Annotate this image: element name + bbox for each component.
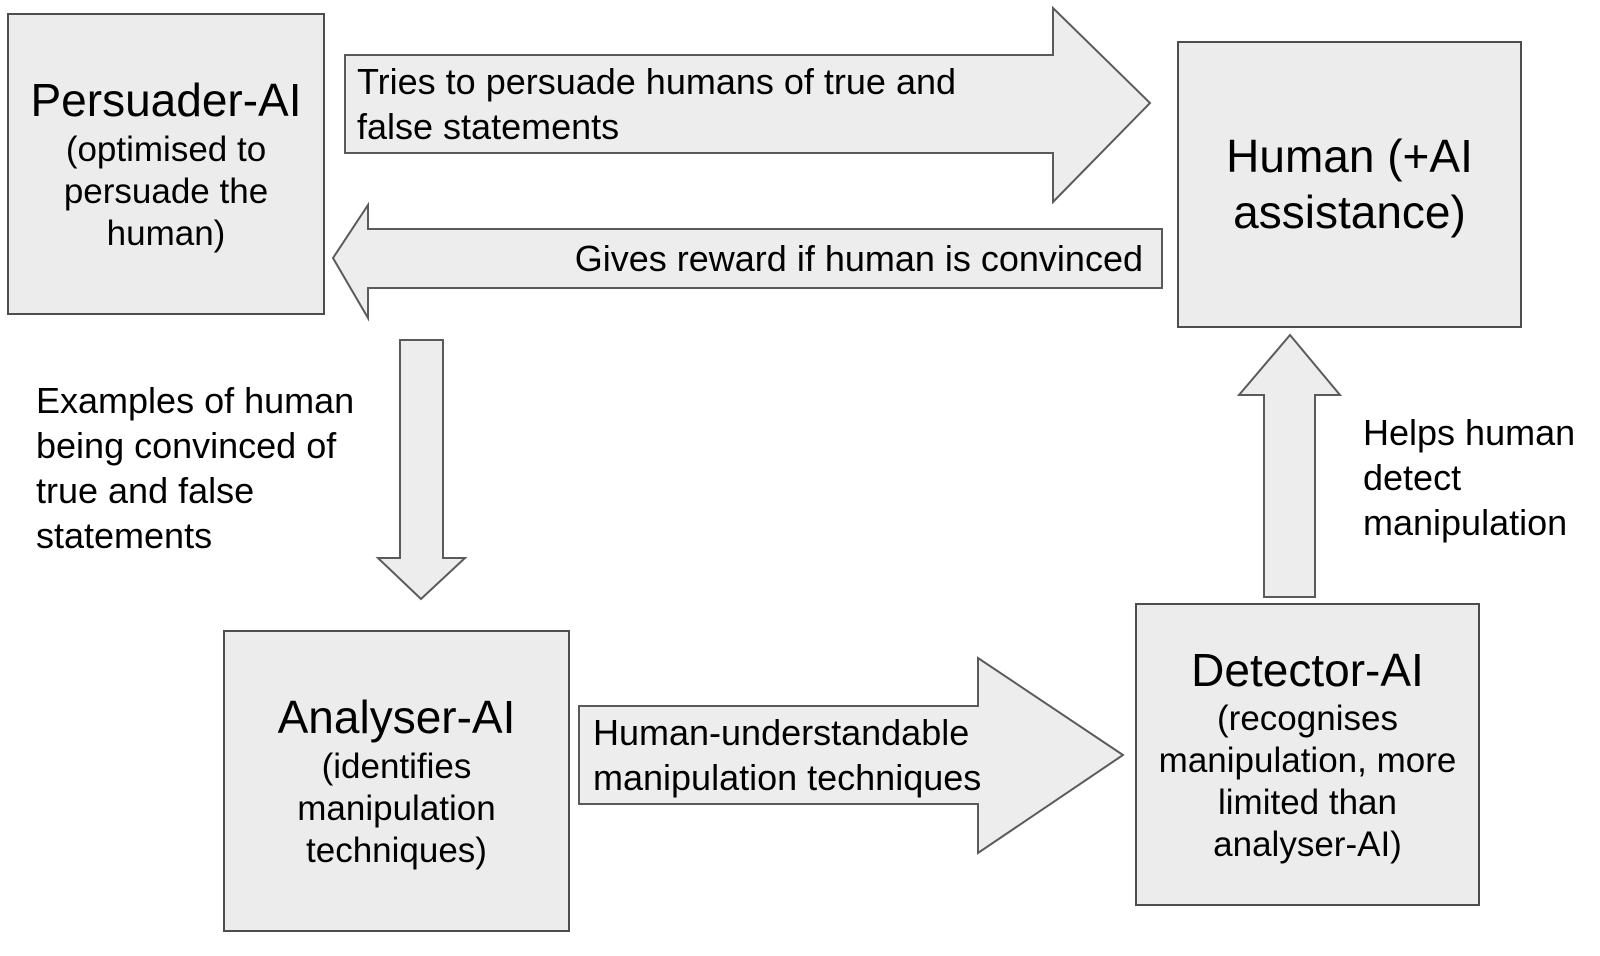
persuader-ai-title: Persuader-AI [30, 74, 302, 127]
persuader-ai-subtitle-line: (optimised to [65, 129, 267, 169]
detector-ai-title: Detector-AI [1191, 643, 1424, 696]
detector-ai-subtitle-line: manipulation, more [1158, 741, 1457, 781]
analyser-ai-subtitle-line: manipulation [297, 788, 496, 828]
human-box: Human (+AI assistance) [1177, 41, 1522, 328]
persuader-ai-subtitle-line: human) [106, 213, 226, 253]
label-human-understandable-line: Human-understandable [593, 712, 970, 753]
label-tries-to-persuade: Tries to persuade humans of true and fal… [345, 55, 1053, 153]
detector-ai-subtitle-line: (recognises [1217, 699, 1398, 739]
arrow-human-to-persuader [331, 201, 1163, 322]
arrow-analyser-to-detector [578, 656, 1125, 855]
human-title-line: Human (+AI [1226, 130, 1473, 183]
label-examples-line: Examples of human [36, 380, 355, 421]
label-helps-human-detect: Helps human detect manipulation [1363, 410, 1600, 545]
persuader-ai-box: Persuader-AI (optimised to persuade the … [7, 13, 325, 315]
analyser-ai-box: Analyser-AI (identifies manipulation tec… [223, 630, 570, 932]
human-title-line: assistance) [1233, 185, 1466, 238]
label-examples-line: true and false [36, 470, 255, 511]
label-examples-of-human: Examples of human being convinced of tru… [36, 378, 376, 558]
label-examples-line: being convinced of [36, 425, 337, 466]
label-tries-line: false statements [357, 106, 620, 147]
label-helps-line: detect [1363, 457, 1462, 498]
label-tries-line: Tries to persuade humans of true and [357, 61, 957, 102]
detector-ai-subtitle-line: limited than [1218, 783, 1397, 823]
label-examples-line: statements [36, 515, 213, 556]
label-gives-reward: Gives reward if human is convinced [368, 229, 1162, 288]
analyser-ai-title: Analyser-AI [277, 691, 516, 744]
persuader-ai-subtitle-line: persuade the [63, 171, 269, 211]
label-human-understandable-line: manipulation techniques [593, 757, 982, 798]
analyser-ai-subtitle-line: (identifies [321, 746, 472, 786]
label-helps-line: manipulation [1363, 502, 1568, 543]
arrow-detector-to-human [1236, 333, 1343, 598]
detector-ai-box: Detector-AI (recognises manipulation, mo… [1135, 603, 1480, 906]
label-human-understandable: Human-understandable manipulation techni… [579, 706, 982, 804]
detector-ai-subtitle-line: analyser-AI) [1213, 825, 1402, 865]
label-helps-line: Helps human [1363, 412, 1576, 453]
arrow-persuader-to-human [344, 5, 1152, 205]
arrow-persuader-to-analyser [375, 339, 468, 601]
analyser-ai-subtitle-line: techniques) [306, 830, 487, 870]
label-gives-text: Gives reward if human is convinced [574, 238, 1143, 279]
